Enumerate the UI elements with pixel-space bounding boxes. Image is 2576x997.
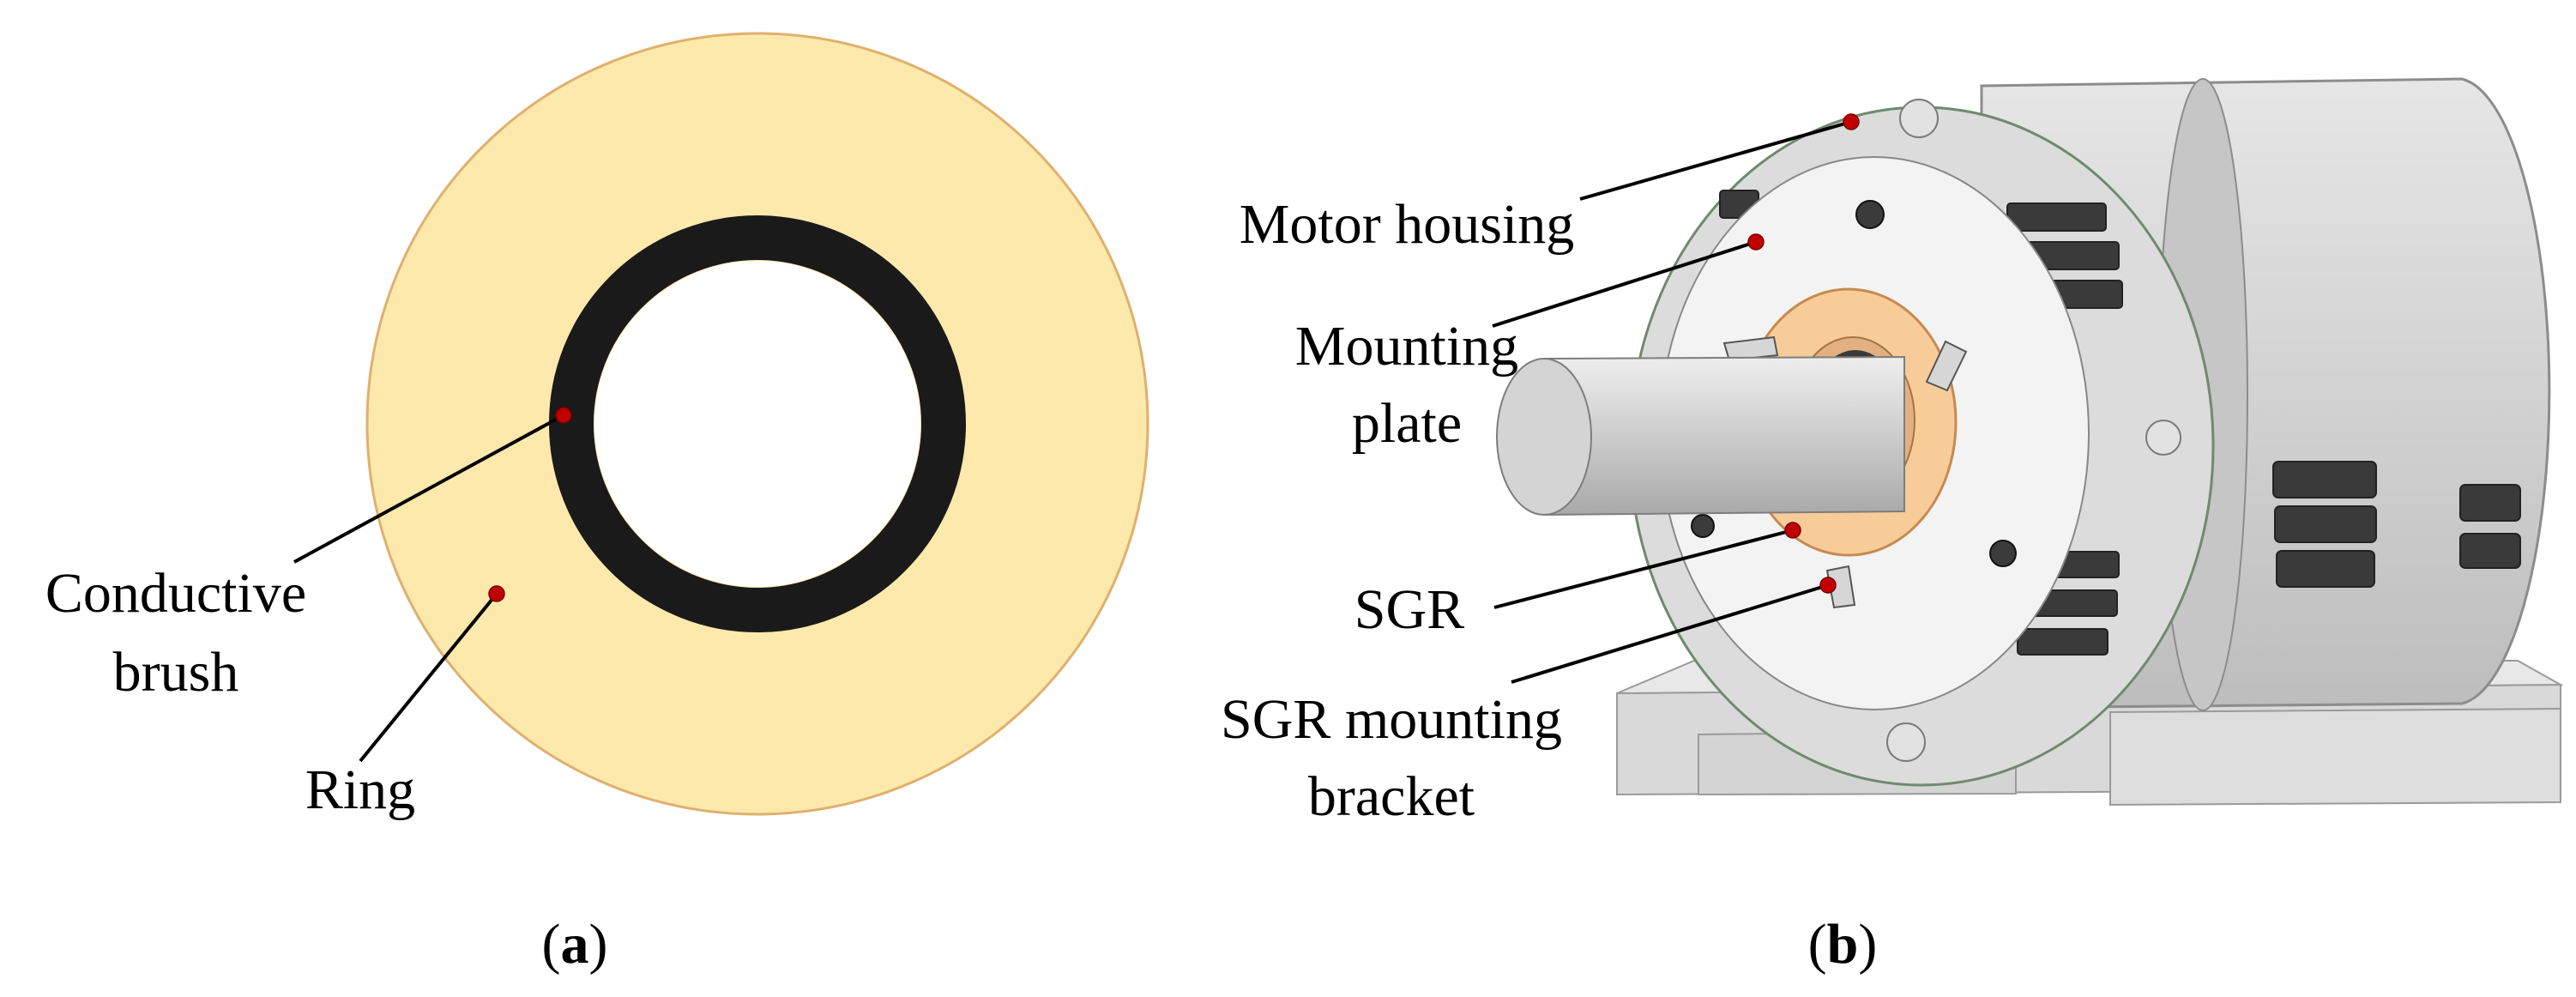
brush-pointer-dot <box>555 407 572 424</box>
sgr-bracket-label-line1: SGR mounting <box>1221 688 1562 751</box>
motor-shaft <box>1496 355 1905 517</box>
sgr-label: SGR <box>1354 578 1464 641</box>
sgr-pointer-dot <box>1784 522 1801 539</box>
ring-leader-line <box>359 592 498 763</box>
bracket-pointer-dot <box>1819 577 1837 594</box>
ring-bore <box>594 261 920 587</box>
panel-a: Conductive brush Ring (a) <box>45 32 1149 976</box>
plate-pointer-dot <box>1747 233 1765 251</box>
housing-pointer-dot <box>1843 113 1860 130</box>
motor-housing-label: Motor housing <box>1240 193 1575 256</box>
ring-pointer-dot <box>488 585 505 602</box>
conductive-brush <box>549 215 966 632</box>
caption-a: (a) <box>542 913 608 976</box>
bracket-leader-line <box>1511 583 1829 684</box>
sgr-bracket-label-line2: bracket <box>1308 765 1475 828</box>
brush-label-line2: brush <box>113 641 239 704</box>
sgr-leader-line <box>1493 529 1794 609</box>
mounting-plate-label-line1: Mounting <box>1295 315 1518 378</box>
sgr-mounting-brackets <box>1722 335 1968 609</box>
brush-label-line1: Conductive <box>45 562 306 625</box>
caption-b: (b) <box>1808 913 1878 976</box>
plate-leader-line <box>1492 240 1757 328</box>
ring-label: Ring <box>305 758 415 821</box>
panel-b: Motor housing Mounting plate SGR SGR mou… <box>1221 77 2564 976</box>
motor-illustration <box>1496 77 2564 807</box>
housing-leader-line <box>1579 120 1852 201</box>
brush-leader-line <box>293 414 564 564</box>
mounting-plate-label-line2: plate <box>1352 392 1462 455</box>
